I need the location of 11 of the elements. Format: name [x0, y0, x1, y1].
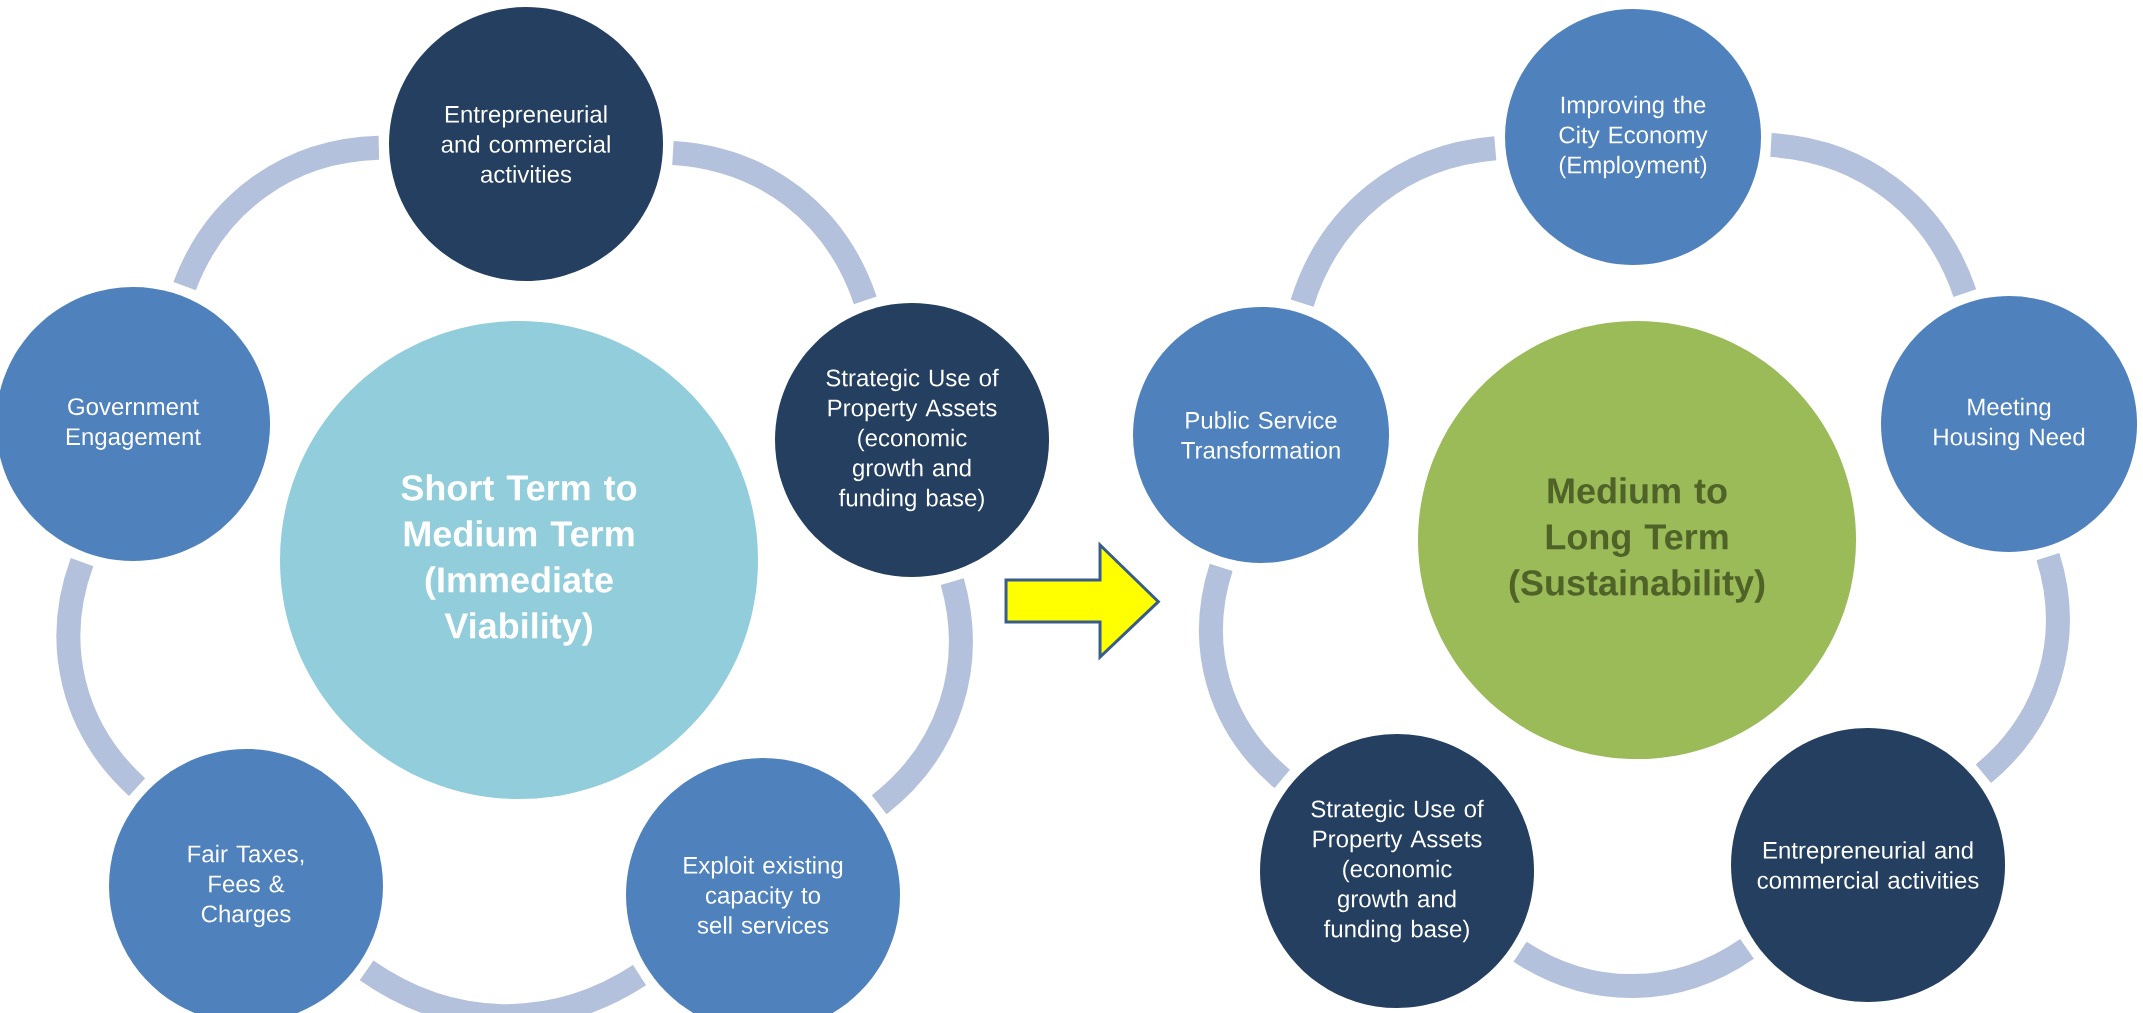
ring-arc [56, 558, 146, 796]
ring-arc [173, 135, 380, 291]
ring-arc [1769, 133, 1977, 298]
ring-arc [1199, 564, 1291, 788]
ring-arc [871, 578, 973, 814]
ring-arc [360, 960, 646, 1013]
ring-arc [671, 141, 877, 305]
ring-arc [1290, 136, 1497, 308]
ring-arc [1514, 938, 1754, 999]
ring-arc [1975, 553, 2070, 783]
block-arrow [1004, 541, 1161, 661]
